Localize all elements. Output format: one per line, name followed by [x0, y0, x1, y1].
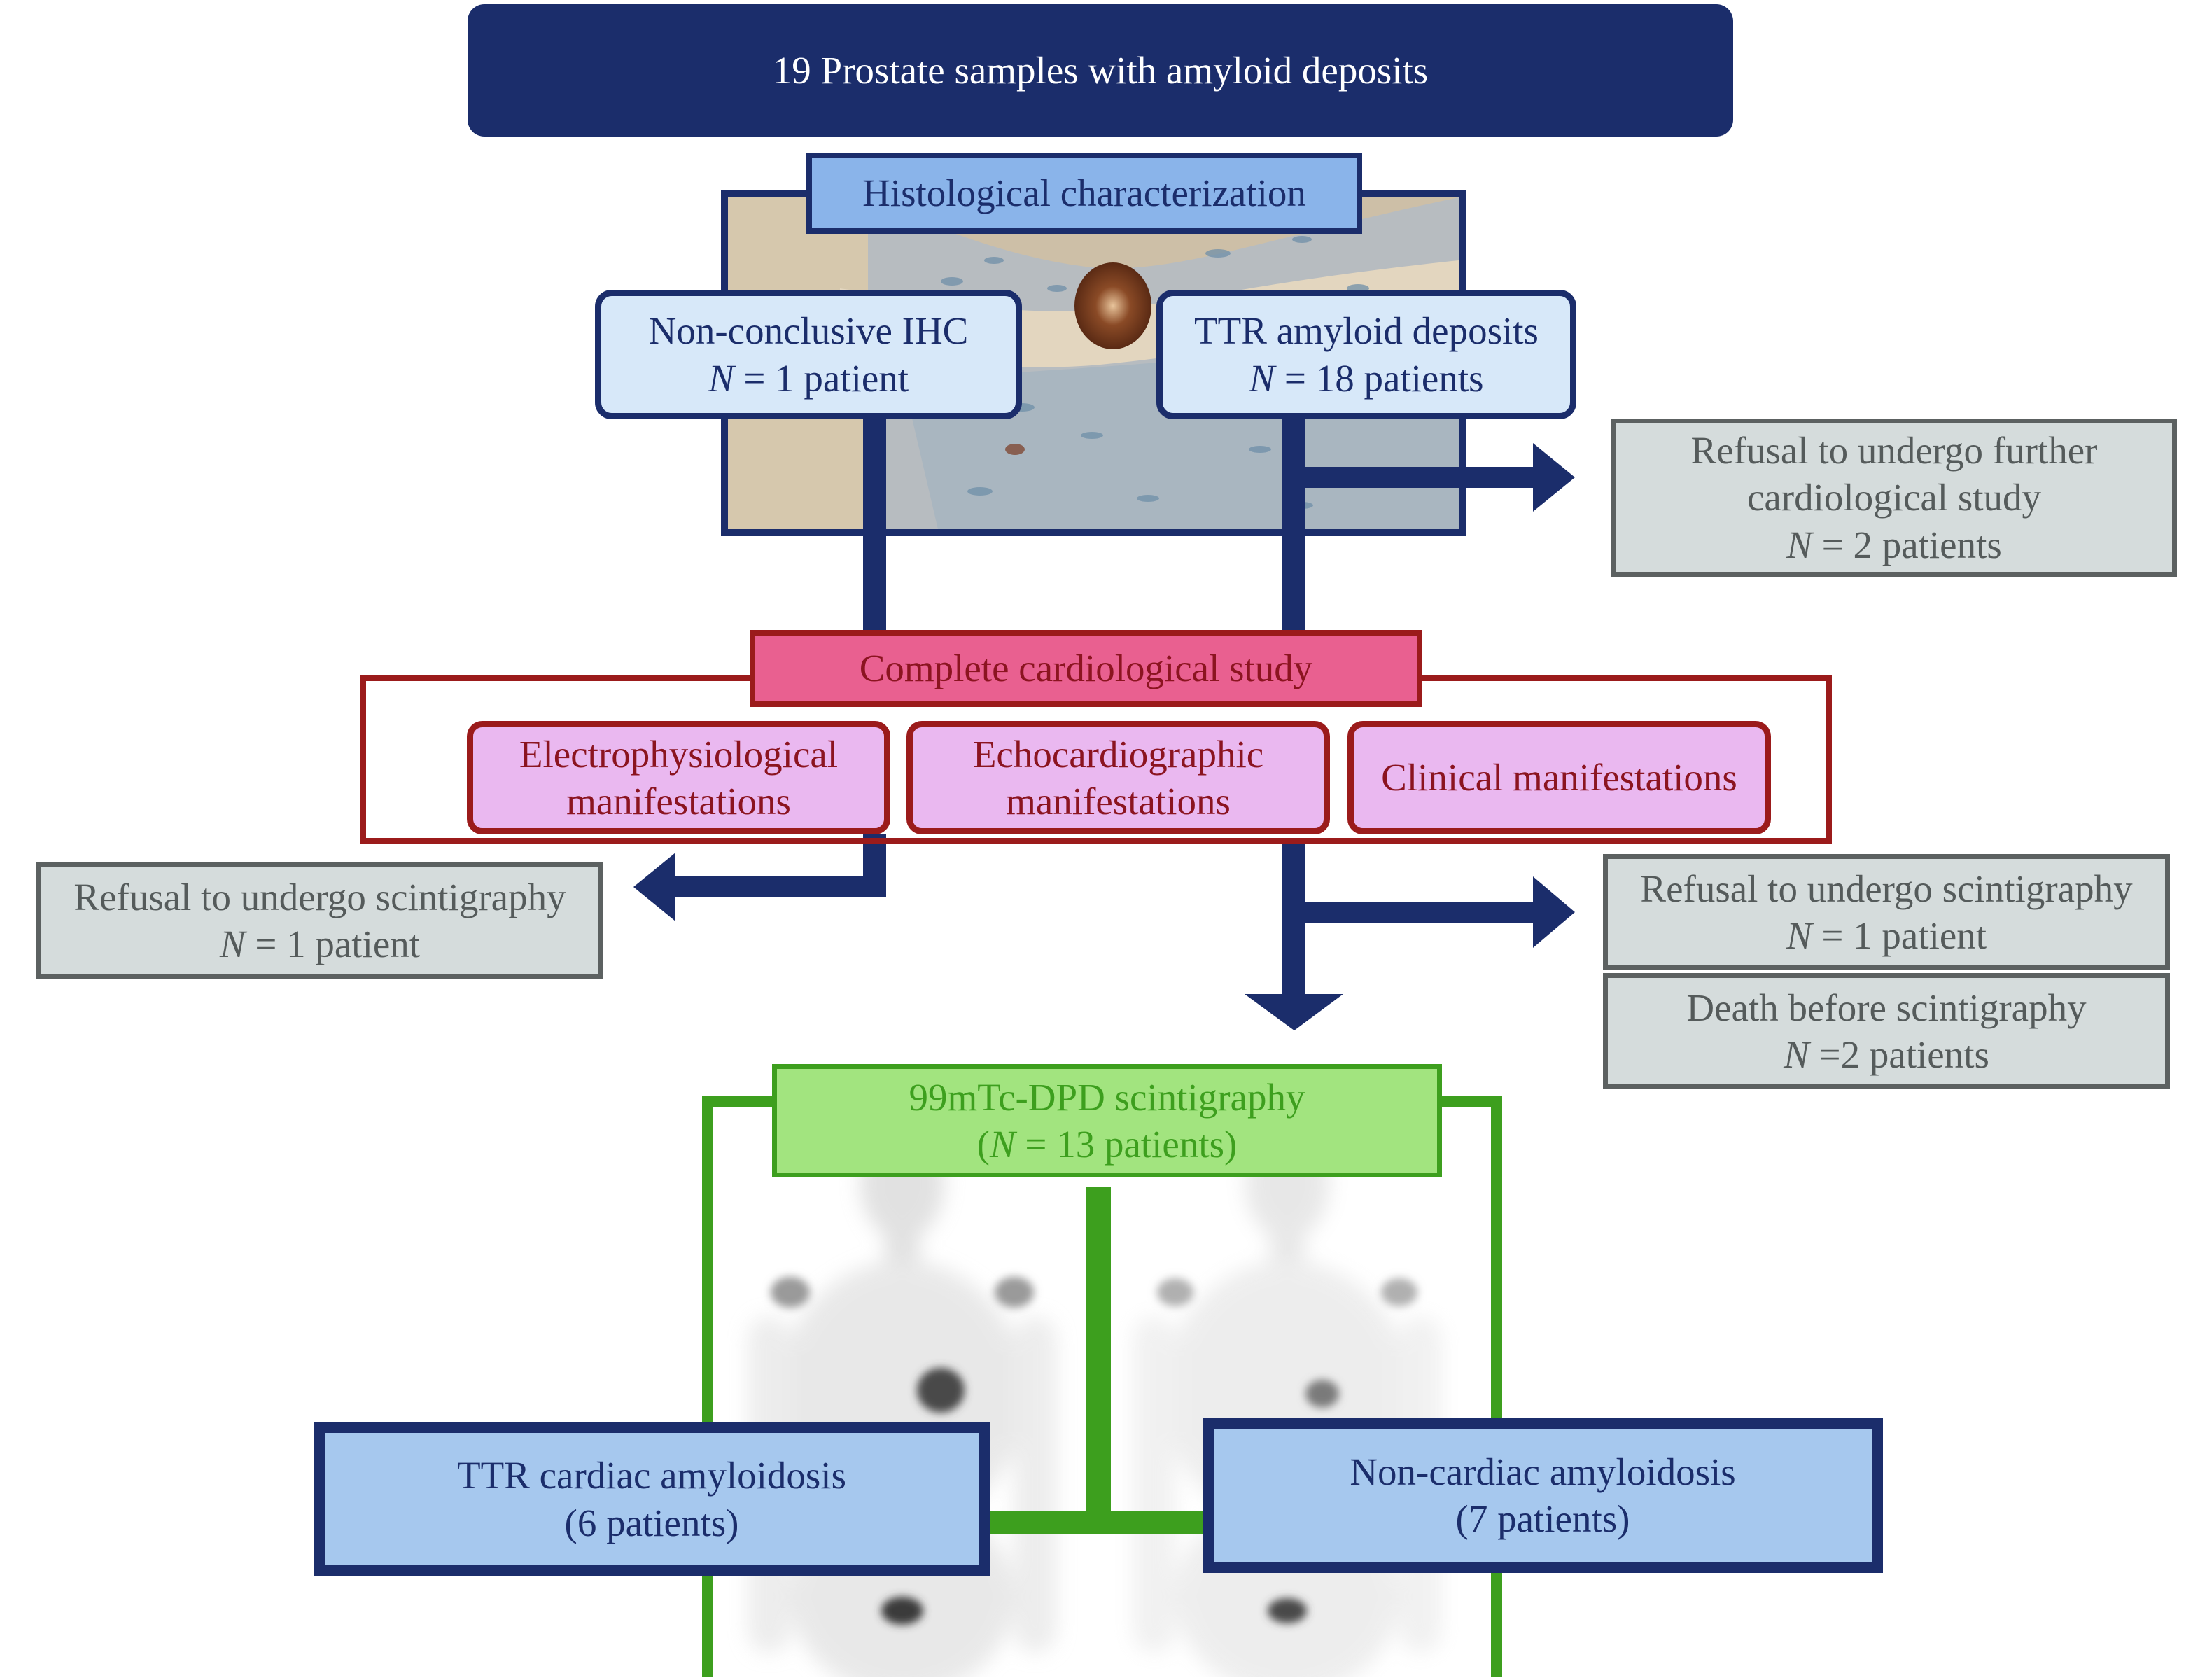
- ttr-amyloid-deposits-box: TTR amyloid deposits N = 18 patients: [1156, 290, 1576, 419]
- electrophysiological-line2: manifestations: [566, 780, 791, 822]
- arrowhead-refusal-cardio: [1533, 443, 1575, 512]
- death-label: Death before scintigraphy: [1686, 986, 2087, 1029]
- death-count: N =2 patients: [1784, 1033, 1989, 1076]
- connector-right-refusal: [1306, 902, 1536, 923]
- samples-label: 19 Prostate samples with amyloid deposit…: [772, 48, 1429, 92]
- ttr-cardiac-amyloidosis-count: (6 patients): [564, 1501, 739, 1544]
- body-scan-left-uptake: [771, 1277, 1034, 1625]
- clinical-manifestations-label: Clinical manifestations: [1381, 756, 1737, 799]
- connector-left-refusal: [672, 876, 886, 897]
- scintigraphy-count: (N = 13 patients): [976, 1123, 1238, 1166]
- refusal-scinti-right-count: N = 1 patient: [1786, 914, 1987, 957]
- refusal-scinti-left-label: Refusal to undergo scintigraphy: [74, 875, 566, 918]
- arrowhead-refusal-scinti-left: [634, 853, 676, 921]
- connector-ttr-to-cardio: [1282, 417, 1306, 634]
- samples-box: 19 Prostate samples with amyloid deposit…: [468, 4, 1733, 136]
- echocardiographic-manifestations-box: Echocardiographic manifestations: [906, 721, 1330, 834]
- refusal-scinti-left-count: N = 1 patient: [219, 923, 421, 965]
- arrowhead-to-scinti: [1245, 994, 1343, 1030]
- scintigraphy-scans: [748, 1128, 1441, 1680]
- non-conclusive-ihc-box: Non-conclusive IHC N = 1 patient: [595, 290, 1022, 419]
- body-scan-right-uptake: [1157, 1278, 1418, 1623]
- death-before-scintigraphy-box: Death before scintigraphy N =2 patients: [1603, 973, 2170, 1089]
- ttr-amyloid-deposits-count: N = 18 patients: [1249, 356, 1484, 400]
- refusal-scintigraphy-left-box: Refusal to undergo scintigraphy N = 1 pa…: [36, 862, 603, 979]
- non-conclusive-ihc-label: Non-conclusive IHC: [648, 309, 969, 353]
- scintigraphy-box: 99mTc-DPD scintigraphy (N = 13 patients): [772, 1064, 1442, 1177]
- ttr-cardiac-amyloidosis-box: TTR cardiac amyloidosis (6 patients): [314, 1422, 990, 1576]
- connector-noncon-to-cardio: [863, 417, 886, 634]
- refusal-cardiological-study-box: Refusal to undergo further cardiological…: [1611, 419, 2177, 577]
- scintigraphy-label: 99mTc-DPD scintigraphy: [909, 1075, 1306, 1119]
- refusal-cardio-line2: cardiological study: [1746, 476, 2042, 519]
- electrophysiological-line1: Electrophysiological: [519, 732, 839, 776]
- body-scan-left: [748, 1128, 1056, 1680]
- scintigraphy-frame: [702, 1096, 1502, 1680]
- complete-cardiological-study-label: Complete cardiological study: [859, 647, 1313, 690]
- echocardiographic-line2: manifestations: [1006, 780, 1231, 822]
- histological-characterization-box: Histological characterization: [806, 153, 1362, 234]
- non-cardiac-amyloidosis-box: Non-cardiac amyloidosis (7 patients): [1203, 1418, 1883, 1573]
- body-scan-right: [1133, 1128, 1441, 1680]
- refusal-scintigraphy-right-box: Refusal to undergo scintigraphy N = 1 pa…: [1603, 854, 2170, 970]
- echocardiographic-line1: Echocardiographic: [972, 732, 1264, 776]
- arrowhead-refusal-scinti-right: [1533, 876, 1575, 948]
- refusal-scinti-right-label: Refusal to undergo scintigraphy: [1640, 867, 2133, 910]
- connector-cardio-to-scinti: [1282, 840, 1306, 995]
- ttr-cardiac-amyloidosis-label: TTR cardiac amyloidosis: [457, 1454, 846, 1497]
- non-conclusive-ihc-count: N = 1 patient: [708, 356, 909, 400]
- complete-cardiological-study-box: Complete cardiological study: [750, 630, 1422, 707]
- non-cardiac-amyloidosis-label: Non-cardiac amyloidosis: [1350, 1450, 1736, 1493]
- clinical-manifestations-box: Clinical manifestations: [1348, 721, 1771, 834]
- refusal-cardio-count: N = 2 patients: [1786, 523, 2002, 566]
- electrophysiological-manifestations-box: Electrophysiological manifestations: [467, 721, 890, 834]
- connector-scinti-down: [1086, 1187, 1111, 1534]
- refusal-cardio-line1: Refusal to undergo further: [1690, 429, 2098, 472]
- histological-characterization-label: Histological characterization: [862, 172, 1306, 215]
- non-cardiac-amyloidosis-count: (7 patients): [1455, 1497, 1630, 1540]
- connector-ttr-to-refusal: [1306, 467, 1536, 488]
- ttr-amyloid-deposits-label: TTR amyloid deposits: [1194, 309, 1539, 353]
